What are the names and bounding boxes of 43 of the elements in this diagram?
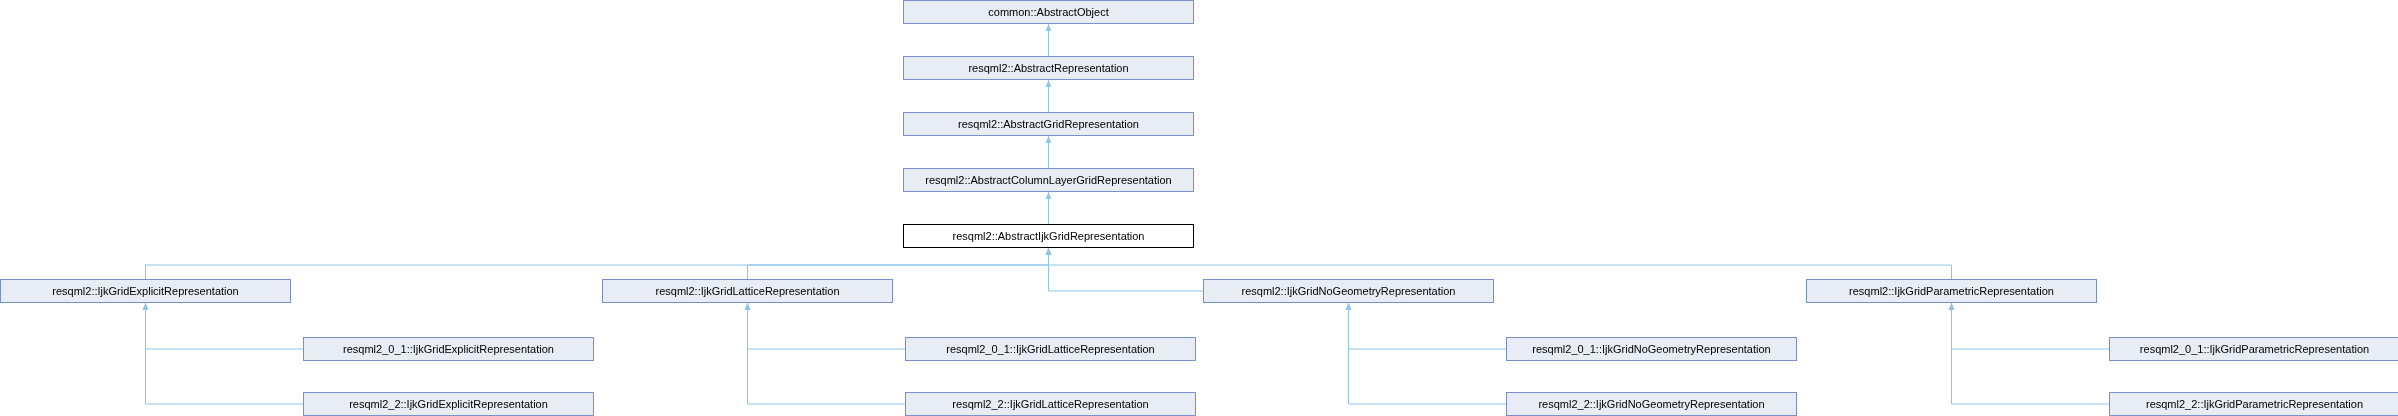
class-box <box>602 279 893 303</box>
class-box <box>2109 392 2398 416</box>
class-name: resqml2_2::IjkGridExplicitRepresentation <box>349 398 548 410</box>
class-box <box>903 56 1194 80</box>
inheritance-arrow <box>1948 302 2110 405</box>
class-box <box>1506 392 1797 416</box>
class-name: resqml2_0_1::IjkGridLatticeRepresentation <box>946 343 1155 355</box>
inheritance-arrow <box>1045 191 1052 225</box>
class-box <box>1806 279 2097 303</box>
class-name: resqml2::IjkGridExplicitRepresentation <box>52 285 239 297</box>
class-name: common::AbstractObject <box>988 6 1109 18</box>
class-box <box>0 279 291 303</box>
inheritance-arrow <box>1345 302 1507 405</box>
inheritance-arrow <box>1045 79 1052 113</box>
inheritance-arrow <box>1045 23 1052 57</box>
inheritance-arrow <box>1045 247 1952 280</box>
class-box <box>903 224 1194 248</box>
class-name: resqml2_2::IjkGridLatticeRepresentation <box>952 398 1149 410</box>
class-name: resqml2::AbstractIjkGridRepresentation <box>952 230 1145 242</box>
class-name: resqml2::IjkGridLatticeRepresentation <box>655 285 840 297</box>
class-box <box>303 392 594 416</box>
class-name: resqml2_2::IjkGridNoGeometryRepresentation <box>1538 398 1765 410</box>
class-box <box>1203 279 1494 303</box>
class-box <box>903 0 1194 24</box>
inheritance-arrow <box>744 302 906 405</box>
class-box <box>905 337 1196 361</box>
class-box <box>303 337 594 361</box>
class-box <box>903 168 1194 192</box>
class-name: resqml2::IjkGridParametricRepresentation <box>1849 285 2054 297</box>
class-name: resqml2_0_1::IjkGridExplicitRepresentation <box>343 343 554 355</box>
class-name: resqml2_2::IjkGridParametricRepresentation <box>2145 398 2363 410</box>
class-name: resqml2::AbstractRepresentation <box>968 62 1129 74</box>
inheritance-arrow <box>142 302 304 405</box>
class-name: resqml2::IjkGridNoGeometryRepresentation <box>1241 285 1456 297</box>
inheritance-arrow <box>1045 135 1052 169</box>
class-box <box>905 392 1196 416</box>
class-name: resqml2::AbstractColumnLayerGridRepresentation <box>925 174 1172 186</box>
class-box <box>1506 337 1797 361</box>
class-box <box>2109 337 2398 361</box>
class-name: resqml2::AbstractGridRepresentation <box>958 118 1139 130</box>
class-name: resqml2_0_1::IjkGridNoGeometryRepresentation <box>1532 343 1771 355</box>
class-name: resqml2_0_1::IjkGridParametricRepresentation <box>2139 343 2370 355</box>
class-box <box>903 112 1194 136</box>
